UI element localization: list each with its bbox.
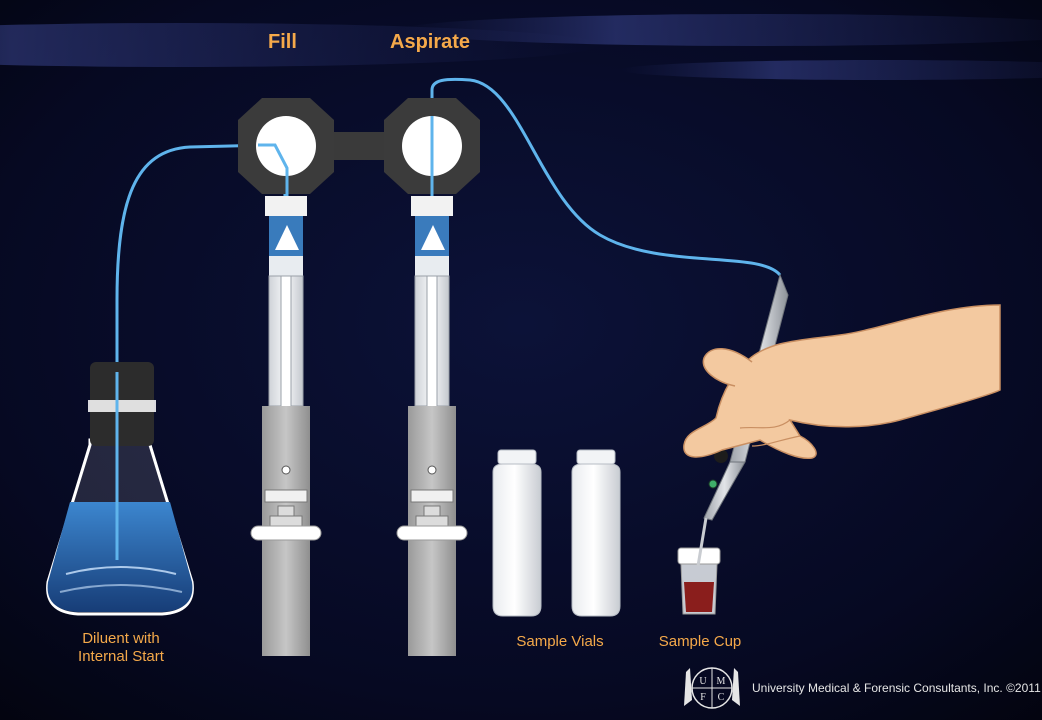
sample-liquid [684,582,714,612]
syringe-clamp [410,489,454,503]
syringe-screw [423,505,441,517]
syringe-cap [411,196,453,216]
probe-indicator-light [708,479,718,489]
syringe-screw [277,505,295,517]
fill-valve-channel [258,143,289,200]
sample-tube [430,77,782,277]
umfc-logo: U M F C [684,667,740,709]
diluent-flask [46,362,194,616]
fill-valve-rotor [256,116,316,176]
sample-cup-label: Sample Cup [658,633,742,650]
syringe-flange [250,525,322,541]
syringe-tip [421,225,445,250]
flask-cap-band [88,400,156,412]
copyright-credit: University Medical & Forensic Consultant… [752,681,1041,695]
flask-highlight [59,584,183,593]
aspirate-valve [384,98,480,200]
logo-letter: U [699,676,707,687]
hand-palm [683,304,1001,460]
hand-finger-line [739,419,791,429]
sample-vial [492,449,542,617]
logo-letter: F [700,692,706,703]
hand-finger-line [751,435,801,447]
syringe-tip [275,225,299,250]
syringe-flange [396,525,468,541]
diluent-label-line: Diluent with [82,630,160,647]
syringe-pin [427,465,437,475]
syringe-cap [265,196,307,216]
logo-figure-left [684,668,692,706]
syringe-nut [415,515,449,527]
aspirate-heading: Aspirate [390,31,471,53]
diluent-label: Diluent with Internal Start [60,630,182,666]
logo-letter: M [717,676,726,687]
sample-vials-label: Sample Vials [516,633,604,650]
sample-vial [571,449,621,617]
syringe-clamp [264,489,308,503]
flask-liquid [47,502,193,612]
hand [683,304,1001,460]
syringe-seal [269,256,303,276]
logo-figure-right [732,668,740,706]
diluent-label-line: Internal Start [78,648,164,665]
fill-heading: Fill [268,31,297,53]
syringe-seal [415,256,449,276]
aspirate-syringe [396,196,468,656]
background-streak [620,60,1042,80]
hand-thumb [702,348,753,387]
flask-highlight [65,566,177,575]
fill-syringe [250,196,322,656]
syringe-pin [281,465,291,475]
syringe-nut [269,515,303,527]
fill-valve [238,98,334,200]
logo-letter: C [718,692,725,703]
background-streak [400,14,1042,46]
